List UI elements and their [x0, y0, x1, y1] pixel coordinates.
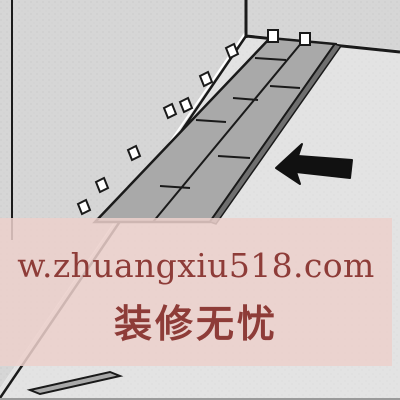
plank-joint-2 — [232, 97, 259, 101]
watermark-brand: 装修无忧 — [113, 302, 278, 346]
back-wall — [246, 0, 400, 50]
plank-joint-3 — [269, 85, 301, 89]
push-arrow — [275, 143, 353, 185]
plank-joint-5 — [217, 155, 251, 159]
plank-row-seam — [152, 40, 304, 223]
wall-spacers — [76, 29, 311, 216]
plank-joint-1 — [254, 57, 287, 61]
lower-board-edge — [26, 370, 124, 396]
plank-joint-4 — [195, 119, 227, 123]
watermark-band: w.zhuangxiu518.com 装修无忧 — [0, 218, 392, 366]
watermark-url: w.zhuangxiu518.com — [17, 246, 375, 285]
plank-joint-6 — [159, 185, 191, 189]
